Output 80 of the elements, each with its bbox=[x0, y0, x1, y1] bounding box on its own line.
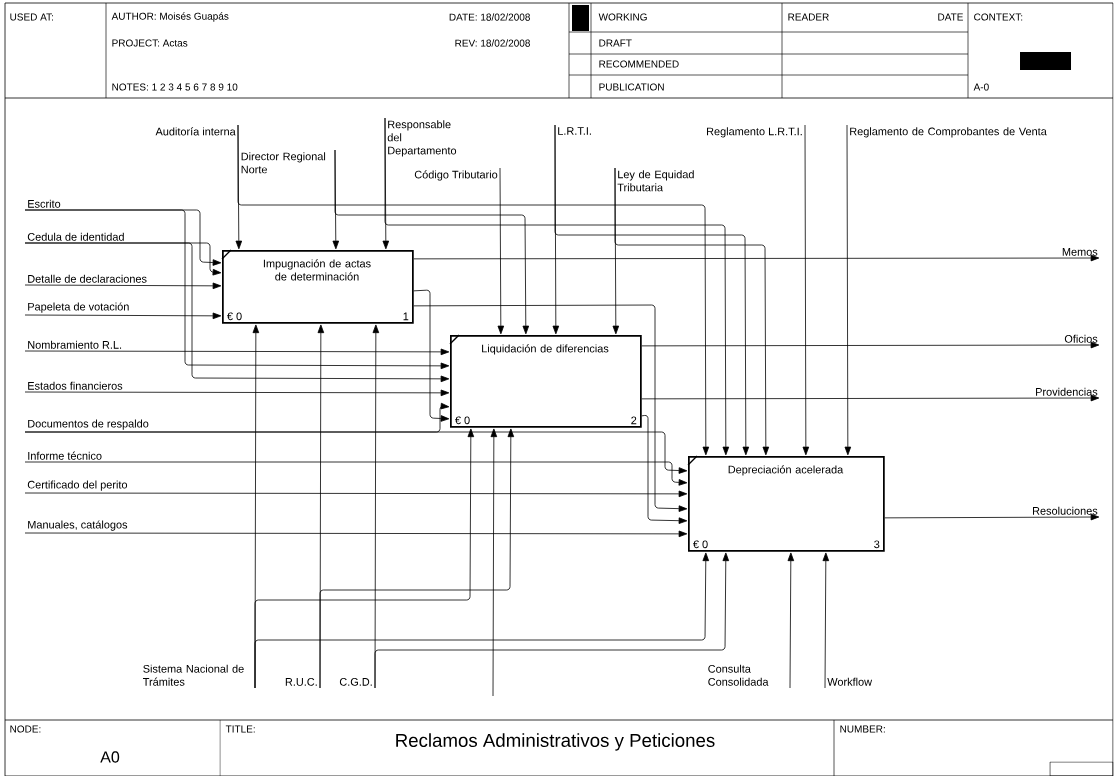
mechanism-label: R.U.C. bbox=[285, 678, 317, 686]
arrow bbox=[413, 289, 450, 422]
arrow bbox=[24, 461, 688, 486]
control-label: Auditoría interna bbox=[155, 127, 236, 136]
control-label: Responsable del Departamento bbox=[387, 120, 457, 157]
mechanism-label: Sistema Nacional de Trámites bbox=[143, 664, 244, 686]
field-label: A0 bbox=[100, 751, 120, 763]
arrow bbox=[844, 124, 852, 456]
control-label: Ley de Equidad Tributaria bbox=[617, 170, 694, 192]
field-label: DATE bbox=[938, 13, 963, 21]
arrow bbox=[413, 254, 1100, 262]
mechanism-label: C.G.D. bbox=[339, 678, 372, 686]
output-label: Resoluciones bbox=[1033, 506, 1098, 515]
arrow bbox=[24, 490, 688, 498]
field-label: TITLE: bbox=[225, 725, 255, 733]
field-label: PROJECT: Actas bbox=[112, 39, 188, 47]
output-label: Oficios bbox=[1064, 334, 1098, 343]
arrow bbox=[787, 552, 795, 689]
arrow bbox=[24, 282, 222, 290]
input-label: Certificado del perito bbox=[27, 480, 128, 491]
arrow bbox=[497, 167, 505, 335]
arrow bbox=[490, 428, 498, 697]
mechanism-label: Workflow bbox=[827, 677, 873, 686]
field-label: NODE: bbox=[10, 725, 41, 733]
arrow bbox=[614, 167, 770, 456]
arrow bbox=[24, 242, 450, 383]
arrow bbox=[641, 394, 1100, 402]
field-label: REV: 18/02/2008 bbox=[455, 39, 530, 47]
arrow bbox=[24, 530, 688, 538]
arrow bbox=[384, 117, 730, 456]
control-label: Director Regional Norte bbox=[241, 152, 326, 174]
input-label: Detalle de declaraciones bbox=[28, 274, 147, 283]
arrow bbox=[24, 312, 222, 320]
activity-box: Depreciación acelerada € 0 3 bbox=[687, 455, 885, 552]
control-label: L.R.T.I. bbox=[558, 127, 591, 135]
input-label: Nombramiento R.L. bbox=[28, 340, 122, 349]
arrow bbox=[413, 304, 688, 512]
input-label: Manuales, catálogos bbox=[28, 520, 128, 531]
field-label: USED AT: bbox=[10, 13, 53, 21]
arrow bbox=[884, 513, 1100, 521]
output-label: Memos bbox=[1062, 248, 1098, 256]
field-label: NOTES: 1 2 3 4 5 6 7 8 9 10 bbox=[112, 83, 238, 91]
input-label: Papeleta de votación bbox=[28, 302, 129, 313]
arrow bbox=[374, 552, 730, 689]
arrow bbox=[24, 389, 450, 397]
arrow bbox=[822, 552, 830, 689]
field-label: NUMBER: bbox=[840, 725, 885, 733]
arrow bbox=[24, 431, 688, 474]
output-label: Providencias bbox=[1036, 387, 1098, 396]
input-label: Escrito bbox=[28, 199, 61, 208]
input-label: Informe técnico bbox=[28, 451, 102, 460]
control-label: Reglamento L.R.T.I. bbox=[707, 127, 802, 138]
field-label: DATE: 18/02/2008 bbox=[449, 13, 530, 21]
field-label: WORKING bbox=[598, 13, 647, 21]
arrow bbox=[641, 415, 688, 524]
arrow bbox=[24, 209, 450, 370]
field-label: RECOMMENDED bbox=[599, 60, 679, 68]
arrow bbox=[554, 124, 750, 456]
activity-box: Liquidación de diferencias € 0 2 bbox=[449, 334, 642, 428]
arrow bbox=[319, 428, 515, 689]
field-label: CONTEXT: bbox=[974, 13, 1023, 21]
input-label: Cedula de identidad bbox=[27, 232, 124, 241]
diagram-title: Reclamos Administrativos y Peticiones bbox=[396, 733, 715, 751]
field-label: AUTHOR: Moisés Guapás bbox=[111, 12, 229, 22]
control-label: Código Tributario bbox=[414, 170, 498, 181]
input-label: Documentos de respaldo bbox=[28, 419, 149, 430]
field-label: A-0 bbox=[973, 83, 989, 91]
arrow bbox=[802, 124, 810, 456]
input-label: Estados financieros bbox=[28, 381, 123, 390]
arrow bbox=[24, 348, 450, 356]
arrow bbox=[237, 124, 710, 456]
control-label: Reglamento de Comprobantes de Venta bbox=[850, 127, 1047, 138]
field-label: PUBLICATION bbox=[599, 83, 664, 91]
field-label: DRAFT bbox=[599, 39, 632, 47]
mechanism-label: Consulta Consolidada bbox=[708, 664, 769, 686]
arrow bbox=[254, 552, 710, 689]
activity-box: Impugnación de actas de determinación € 0 1 bbox=[221, 249, 414, 324]
arrow bbox=[641, 341, 1100, 349]
arrow bbox=[334, 149, 530, 335]
field-label: READER bbox=[788, 13, 829, 21]
